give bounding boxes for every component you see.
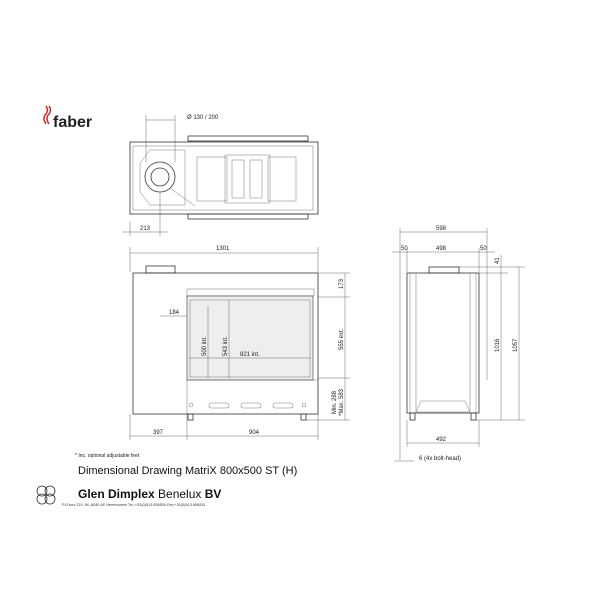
company-address: P.O.box 219, NL-8440 AE Heerenveen Tel.:…: [62, 503, 206, 507]
glen-dimplex-logo-icon: [36, 485, 56, 505]
side-view: 598 50 498 50 41 1016 1057 492 6 (4x bol…: [392, 226, 525, 462]
inner-height2-label: 543 int.: [223, 336, 229, 356]
logo-text: faber: [53, 114, 92, 131]
top-height-label: 173: [339, 278, 345, 289]
side-bottom-label: 492: [436, 437, 447, 443]
front-view: 1301 184 500 int. 543 int. 821 int. 173 …: [129, 246, 350, 440]
company-name: Glen Dimplex Benelux BV: [78, 487, 221, 501]
company-bold: Glen Dimplex: [78, 487, 155, 501]
max-height-label: *Max. 583: [339, 388, 345, 416]
side-height1-label: 1016: [495, 338, 501, 352]
side-top-label: 41: [495, 257, 501, 264]
faber-logo: faber: [43, 105, 92, 131]
side-width-label: 598: [436, 226, 447, 232]
offset-label: 213: [140, 226, 151, 232]
min-height-label: Min. 288: [332, 390, 338, 414]
top-view: Ø 130 / 200 213: [122, 115, 319, 236]
side-left-label: 50: [401, 246, 408, 252]
company-end: BV: [205, 487, 222, 501]
inner-height-label: 500 int.: [202, 336, 208, 356]
drawing-title: Dimensional Drawing MatriX 800x500 ST (H…: [78, 465, 297, 477]
flue-diameter-label: Ø 130 / 200: [187, 115, 219, 121]
inner-width-label: 821 int.: [240, 352, 260, 358]
flame-icon: [43, 105, 52, 125]
side-inner-label: 498: [436, 246, 447, 252]
inset-label: 184: [169, 310, 180, 316]
ext-height-label: 555 ext.: [339, 328, 345, 350]
footnote: * Inc. optional adjustable feet: [75, 453, 140, 459]
bolt-label: 6 (4x bolt-head): [419, 456, 461, 462]
left-offset-label: 397: [153, 430, 164, 436]
right-width-label: 904: [249, 430, 260, 436]
side-right-label: 50: [480, 246, 487, 252]
company-mid: Benelux: [158, 487, 201, 501]
side-height2-label: 1057: [513, 338, 519, 352]
width-label: 1301: [216, 246, 230, 252]
